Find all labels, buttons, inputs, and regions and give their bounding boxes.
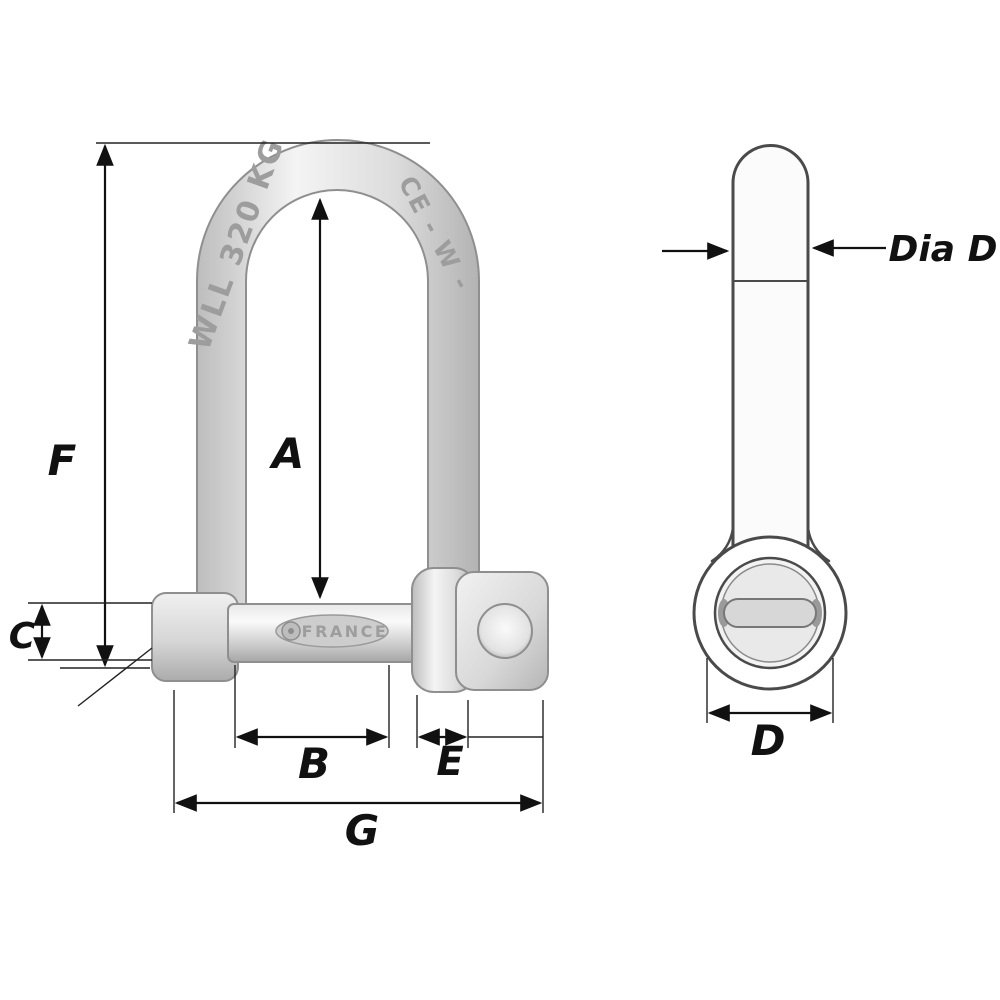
pin-head-hole [477, 603, 533, 659]
dimension-lines: F A C B E G Dia D D [9, 142, 998, 855]
side-shoulder-left [710, 526, 735, 563]
side-shoulder-right [806, 526, 831, 563]
front-view: WLL 320 KG CE - W - FRANCE [151, 133, 549, 693]
dim-label-e: E [436, 739, 463, 785]
dim-label-f: F [48, 436, 77, 485]
side-pin-slot [723, 598, 817, 628]
dim-label-g: G [345, 806, 379, 855]
maker-stamp: FRANCE [275, 614, 389, 648]
dim-label-dia-d: Dia D [889, 229, 998, 270]
leader-line-c [77, 647, 153, 707]
marking-stamp: FRANCE [302, 622, 389, 641]
side-view [692, 144, 848, 691]
dim-label-c: C [9, 616, 36, 657]
side-shank [731, 144, 810, 587]
dim-label-a: A [269, 429, 305, 478]
shackle-bow [196, 139, 480, 611]
dim-label-d: D [751, 716, 786, 765]
shackle-left-eye [151, 592, 239, 682]
dim-label-b: B [298, 739, 330, 788]
